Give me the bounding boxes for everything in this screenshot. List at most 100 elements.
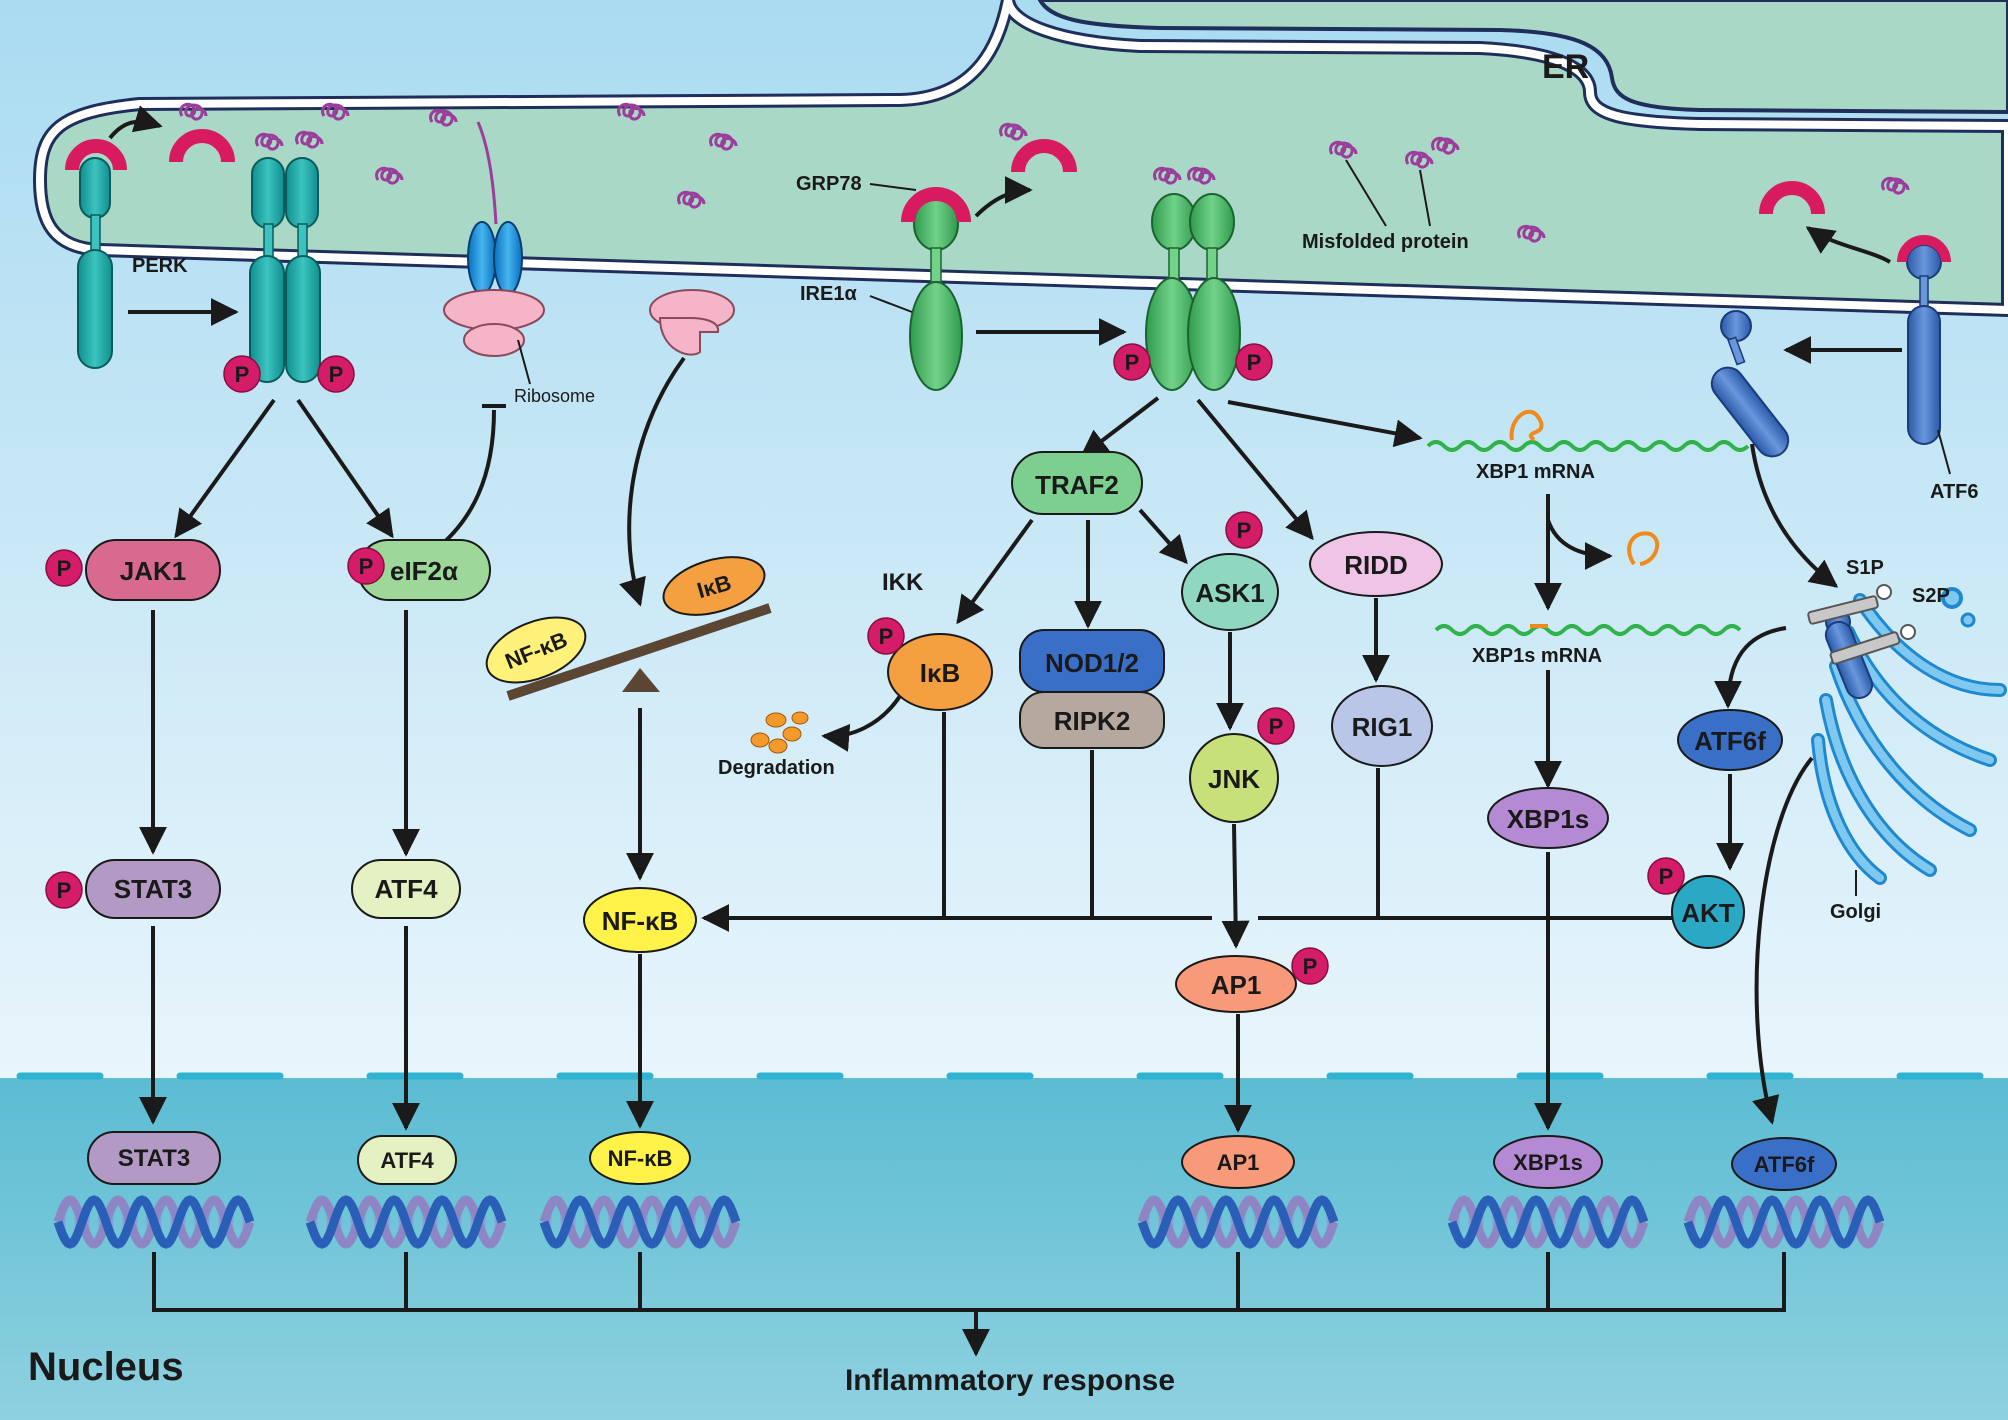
perk-phospho-left: P [223,355,261,393]
free-grp78-ire1 [1011,139,1077,173]
xbp1s-mrna-label: XBP1s mRNA [1472,645,1602,667]
ire1a-pointer [869,295,913,313]
xbp1s-node [1487,787,1609,849]
ask1-label: ASK1 [1195,578,1264,608]
atf6-er [1897,235,1951,445]
ikb-degradation-arrow [821,694,902,752]
rig1-label: RIG1 [1352,712,1413,742]
mrna-strand [476,121,498,225]
traf2-to-ikb-arrow [956,518,1034,625]
free-grp78-atf6 [1759,181,1825,215]
svg-text:P: P [57,556,72,581]
perk-label: PERK [132,255,188,277]
xbp1s-nuclear-node [1493,1135,1603,1189]
jak1-label: JAK1 [120,556,186,586]
ap1-label: AP1 [1211,970,1262,1000]
atf6-transit [1710,310,1790,458]
dna-helix [539,1195,741,1249]
golgi-to-nucleus-arrow [1752,756,1814,1125]
svg-text:P: P [329,362,344,387]
ap1-nuclear-node [1181,1135,1295,1189]
atf6f-nuclear-node [1731,1137,1837,1191]
svg-text:P: P [879,624,894,649]
xbp1-mrna-label: XBP1 mRNA [1476,461,1595,483]
xbp1-intron-loop [1509,409,1544,442]
ikb-node [887,633,993,711]
inflammatory-response-label: Inflammatory response [845,1364,1175,1397]
grp78-release-arrow-perk [108,105,163,140]
stat3-phospho: P [45,871,83,909]
atf6-label: ATF6 [1930,481,1979,503]
nfkb-label: NF-κB [602,906,679,936]
svg-text:P: P [1269,714,1284,739]
svg-text:P: P [1303,954,1318,979]
grp78-release-arrow-ire1 [974,176,1033,218]
svg-text:P: P [57,878,72,903]
svg-text:P: P [1247,350,1262,375]
dna-helix [1447,1195,1649,1249]
atf6-pointer [1937,429,1951,475]
jak1-node [85,539,221,601]
nfkb-node [583,887,697,953]
ridd-node [1309,531,1443,597]
ribosome-pointer [517,339,531,385]
seesaw-pivot [622,668,660,692]
ire1-to-traf2-arrow [1079,396,1160,458]
rig1-node [1331,685,1433,767]
ripk2-label: RIPK2 [1054,706,1131,736]
perk-to-eif2a-arrow [296,398,394,539]
svg-text:P: P [359,554,374,579]
stat3-label: STAT3 [114,874,192,904]
dna-helix [53,1195,255,1249]
seesaw-beam [506,603,772,701]
stat3-node [85,859,221,919]
jnk-phospho: P [1257,707,1295,745]
traf2-to-ask1-arrow [1138,508,1188,565]
atf6-to-golgi-arrow [1750,443,1839,588]
nucleus-region [0,1078,2008,1420]
nfkb-nuclear-label: NF-κB [608,1146,673,1171]
ire1a-label: IRE1α [800,283,857,305]
s2p-label: S2P [1912,585,1950,607]
xbp1s-nuclear-label: XBP1s [1513,1150,1583,1175]
s1p-scissors-icon [1807,584,1892,625]
grp78-label: GRP78 [796,173,862,195]
jnk-node [1189,733,1279,823]
dna-helix [1683,1195,1885,1249]
ikb-phospho: P [867,617,905,655]
grp78-pointer [869,183,917,191]
golgi-label: Golgi [1830,901,1881,923]
atf6f-label: ATF6f [1694,726,1766,756]
ikb-on-seesaw: IκB [662,556,766,616]
atf6f-nuclear-label: ATF6f [1754,1152,1815,1177]
ire1a-dimer [1145,193,1241,391]
dna-strands [53,1195,1885,1249]
xbp1-mrna-strand [1426,440,1750,452]
nucleus-label: Nucleus [28,1345,184,1389]
svg-text:P: P [1237,518,1252,543]
traf2-label: TRAF2 [1035,470,1119,500]
svg-text:P: P [1659,864,1674,889]
akt-node [1671,875,1745,949]
atf6f-node [1677,709,1783,771]
er-label: ER [1542,48,1589,86]
traf2-node [1011,451,1143,515]
ap1-phospho: P [1291,947,1329,985]
perk-monomer [65,139,127,369]
atf4-node [351,859,461,919]
xbp1s-mrna-strand [1434,624,1742,636]
svg-text:P: P [235,362,250,387]
perk-dimer [249,157,321,383]
eif2a-label: eIF2α [390,556,458,586]
intron-excision-arrow [1546,519,1613,570]
ribosome-label: Ribosome [514,386,595,406]
atf4-label: ATF4 [374,874,438,904]
eif2a-phospho: P [347,547,385,585]
ire1-to-ridd-arrow [1196,398,1314,541]
dna-helix [305,1195,507,1249]
ikb-label: IκB [920,658,961,688]
misfolded-pointer-1 [1345,159,1387,227]
svg-text:P: P [1125,350,1140,375]
grp78-release-arrow-atf6 [1805,226,1892,264]
